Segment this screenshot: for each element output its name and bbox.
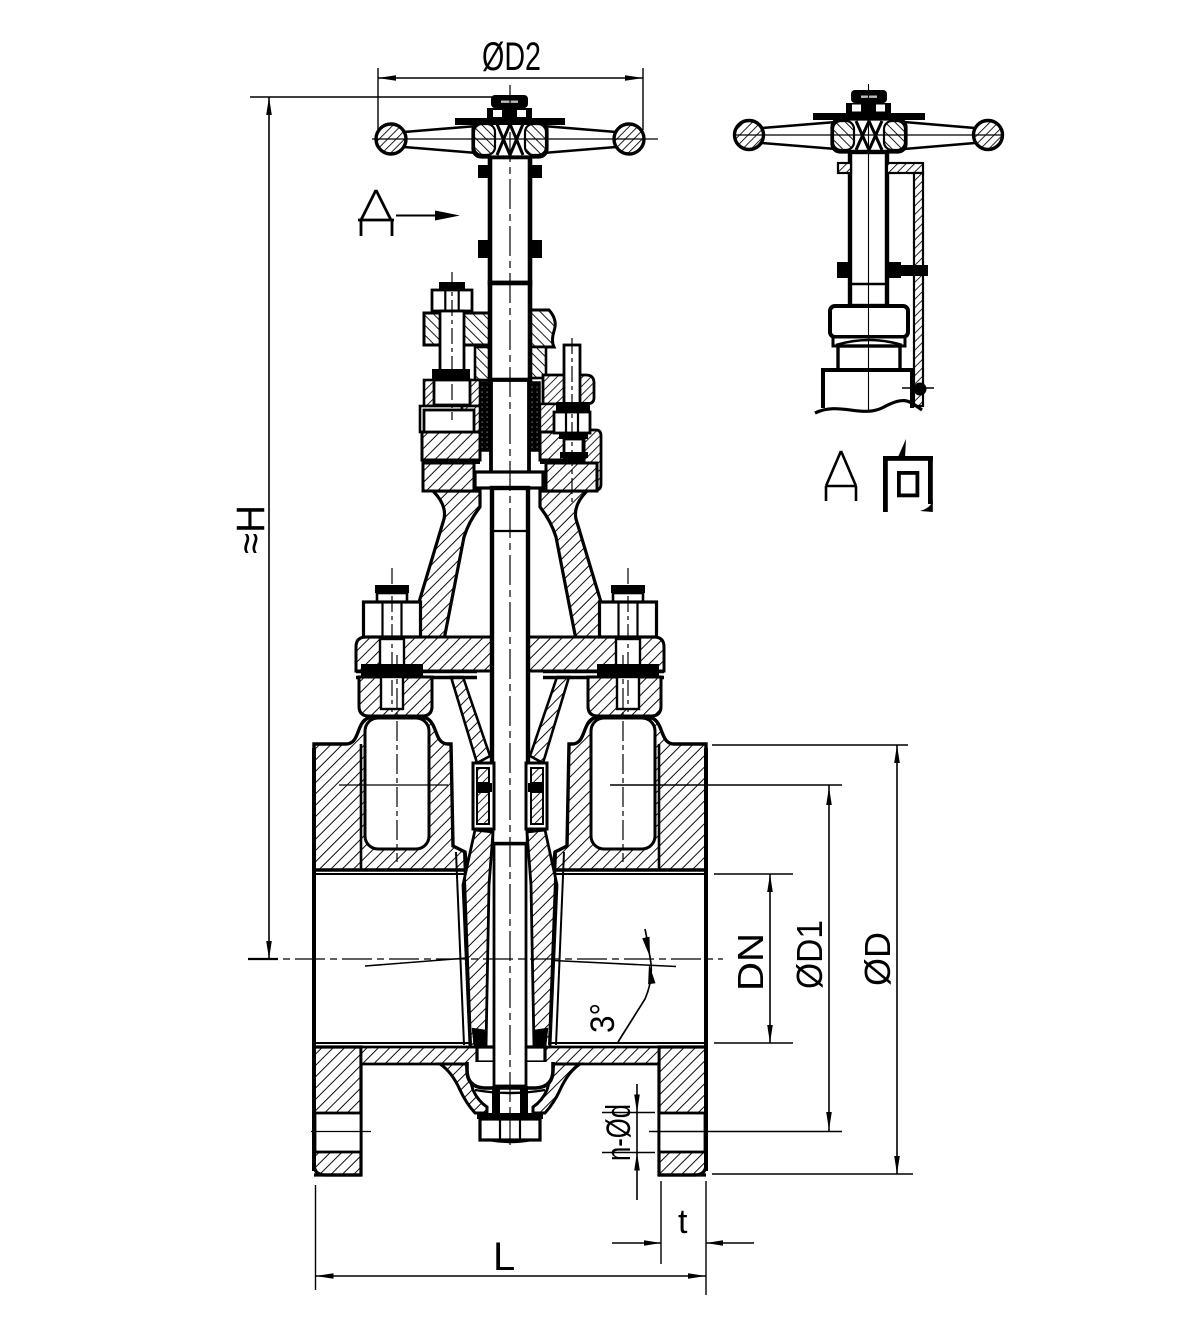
svg-text:3°: 3° [584, 1003, 622, 1033]
svg-text:DN: DN [730, 933, 771, 991]
svg-text:≈H: ≈H [229, 505, 273, 554]
svg-text:ØD: ØD [857, 932, 898, 986]
svg-text:n-Ød: n-Ød [600, 1104, 638, 1161]
svg-text:ØD2: ØD2 [482, 35, 541, 79]
svg-text:L: L [493, 1235, 515, 1279]
svg-text:t: t [678, 1203, 688, 1241]
svg-text:ØD1: ØD1 [789, 920, 830, 989]
